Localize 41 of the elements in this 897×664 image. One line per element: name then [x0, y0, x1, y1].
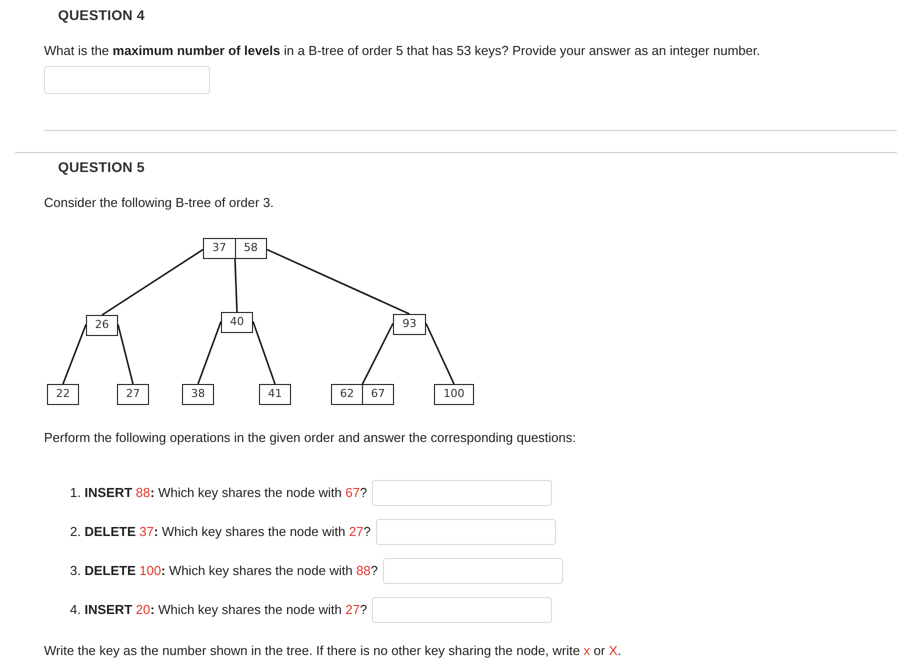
key-label: 41: [267, 386, 283, 402]
connector-line: [197, 321, 222, 384]
key-label: 58: [234, 239, 266, 258]
connector-line: [62, 324, 87, 384]
key-label: 22: [55, 386, 71, 402]
key-label: 27: [125, 386, 141, 402]
connector-line: [117, 324, 134, 384]
key-label: 40: [229, 314, 245, 330]
tree-node: [331, 384, 394, 405]
connector-line: [234, 258, 238, 312]
connector-line: [266, 248, 410, 315]
note-text: Write the key as the number shown in the tree. If there is no other key sharing the node, write x or X.: [44, 643, 622, 659]
instruction-text: Perform the following operations in the given order and answer the corresponding questions:: [44, 430, 576, 446]
key-label: 93: [402, 316, 418, 332]
tree-node: [47, 384, 79, 405]
tree-node: [117, 384, 149, 405]
connector-line: [252, 321, 276, 384]
tree-node: [393, 314, 426, 335]
key-label: 38: [190, 386, 206, 402]
tree-node: [434, 384, 474, 405]
question-text: 2. DELETE 37: Which key shares the node with 27?: [70, 524, 371, 540]
question-text: 4. INSERT 20: Which key shares the node with 27?: [70, 602, 368, 618]
tree-node: [182, 384, 214, 405]
question-text: What is the maximum number of levels in a B-tree of order 5 that has 53 keys? Provide your answer as an integer number.: [44, 43, 760, 59]
connector-line: [425, 323, 455, 384]
connector-line: [362, 323, 394, 384]
question-heading: QUESTION 4: [58, 7, 145, 23]
tree-node: [203, 238, 267, 259]
tree-node: [221, 312, 253, 333]
key-label: 37: [211, 240, 228, 256]
question-text: 1. INSERT 88: Which key shares the node with 67?: [70, 485, 368, 501]
question-text: 3. DELETE 100: Which key shares the node with 88?: [70, 563, 378, 579]
key-label: 26: [94, 317, 110, 333]
tree-node: [259, 384, 291, 405]
key-label: 62: [339, 386, 355, 402]
key-label: 100: [442, 386, 466, 402]
instruction-text: Consider the following B-tree of order 3.: [44, 195, 274, 211]
question-heading: QUESTION 5: [58, 159, 145, 175]
tree-node: [86, 315, 118, 336]
key-label: 67: [362, 385, 393, 404]
connector-line: [102, 248, 204, 316]
